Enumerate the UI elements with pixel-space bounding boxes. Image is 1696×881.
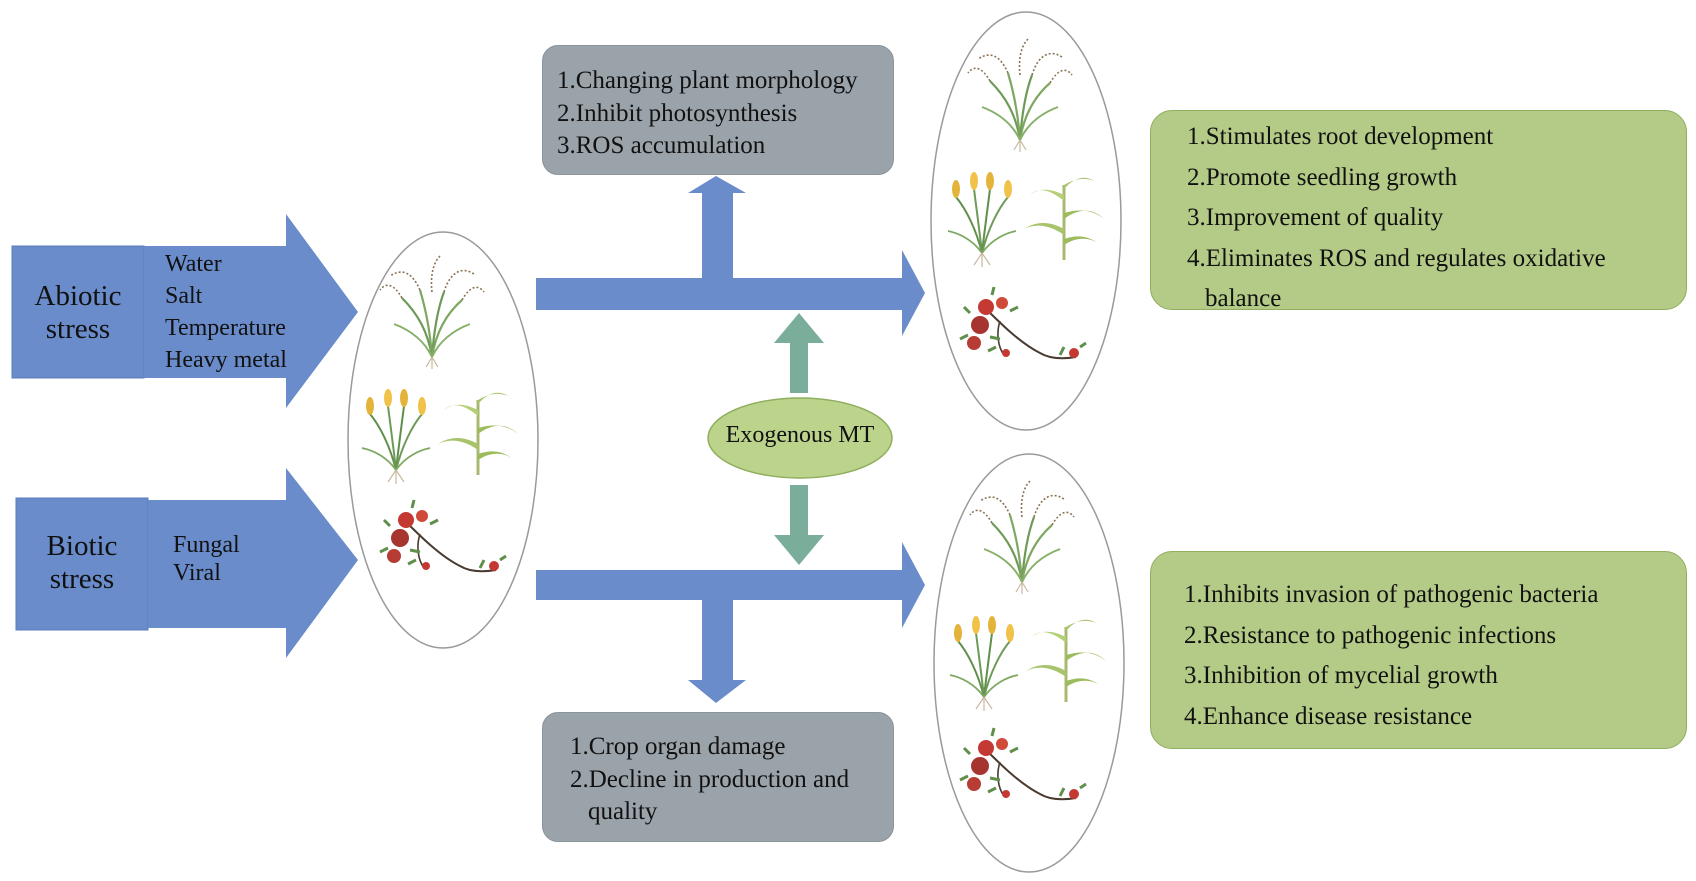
- abiotic-stress-text: Abiotic stress: [34, 280, 122, 345]
- positive-effects-abiotic-list: 1.Stimulates root development 2.Promote …: [1187, 117, 1606, 320]
- negative-effects-biotic-list: 1.Crop organ damage 2.Decline in product…: [570, 731, 849, 829]
- branch-arrow-up: [688, 176, 746, 280]
- flow-arrow-upper: [536, 250, 925, 336]
- effect-item: 1.Changing plant morphology: [557, 67, 858, 94]
- branch-arrow-down: [688, 600, 746, 703]
- positive-effects-abiotic-box: 1.Stimulates root development 2.Promote …: [1150, 110, 1687, 312]
- benefit-item: 4.Eliminates ROS and regulates oxidative: [1187, 244, 1606, 272]
- plants-ellipse-right-lower: [933, 453, 1125, 873]
- abiotic-stress-items: Water Salt Temperature Heavy metal: [165, 248, 287, 376]
- abiotic-item: Salt: [165, 283, 203, 309]
- biotic-stress-label: Biotic stress: [18, 530, 146, 596]
- biotic-item: Viral: [173, 560, 221, 586]
- mt-arrow-up: [774, 313, 824, 393]
- effect-item: quality: [588, 798, 658, 825]
- effect-item: 2.Inhibit photosynthesis: [557, 99, 798, 127]
- biotic-stress-text: Biotic stress: [46, 530, 118, 595]
- positive-effects-biotic-list: 1.Inhibits invasion of pathogenic bacter…: [1184, 575, 1598, 737]
- negative-effects-abiotic-box: 1.Changing plant morphology 2.Inhibit ph…: [542, 45, 894, 175]
- biotic-stress-arrow: [15, 468, 358, 658]
- flow-arrow-lower: [536, 542, 925, 628]
- abiotic-stress-arrow: [11, 214, 358, 408]
- negative-effects-biotic-box: 1.Crop organ damage 2.Decline in product…: [542, 712, 894, 842]
- benefit-item: 1.Stimulates root development: [1187, 123, 1494, 150]
- effect-item: 1.Crop organ damage: [570, 733, 786, 760]
- plants-ellipse-right-upper: [930, 11, 1122, 431]
- exogenous-mt-ellipse: [707, 397, 893, 479]
- abiotic-item: Heavy metal: [165, 347, 287, 373]
- positive-effects-biotic-box: 1.Inhibits invasion of pathogenic bacter…: [1150, 551, 1687, 749]
- biotic-item: Fungal: [173, 532, 240, 558]
- abiotic-stress-label: Abiotic stress: [14, 280, 142, 346]
- exogenous-mt-label: Exogenous MT: [725, 422, 875, 448]
- benefit-item: 4.Enhance disease resistance: [1184, 702, 1473, 730]
- benefit-item: 1.Inhibits invasion of pathogenic bacter…: [1184, 581, 1599, 608]
- effect-item: 2.Decline in production and: [570, 765, 850, 793]
- negative-effects-abiotic-list: 1.Changing plant morphology 2.Inhibit ph…: [557, 65, 858, 163]
- benefit-item: 2.Resistance to pathogenic infections: [1184, 621, 1557, 649]
- benefit-item: 3.Inhibition of mycelial growth: [1184, 662, 1498, 689]
- abiotic-item: Water: [165, 251, 222, 277]
- benefit-item: 2.Promote seedling growth: [1187, 163, 1458, 191]
- biotic-stress-items: Fungal Viral: [173, 531, 240, 587]
- abiotic-item: Temperature: [165, 315, 286, 341]
- benefit-item: balance: [1205, 285, 1282, 312]
- benefit-item: 3.Improvement of quality: [1187, 204, 1444, 231]
- effect-item: 3.ROS accumulation: [557, 132, 766, 159]
- mt-arrow-down: [774, 485, 824, 565]
